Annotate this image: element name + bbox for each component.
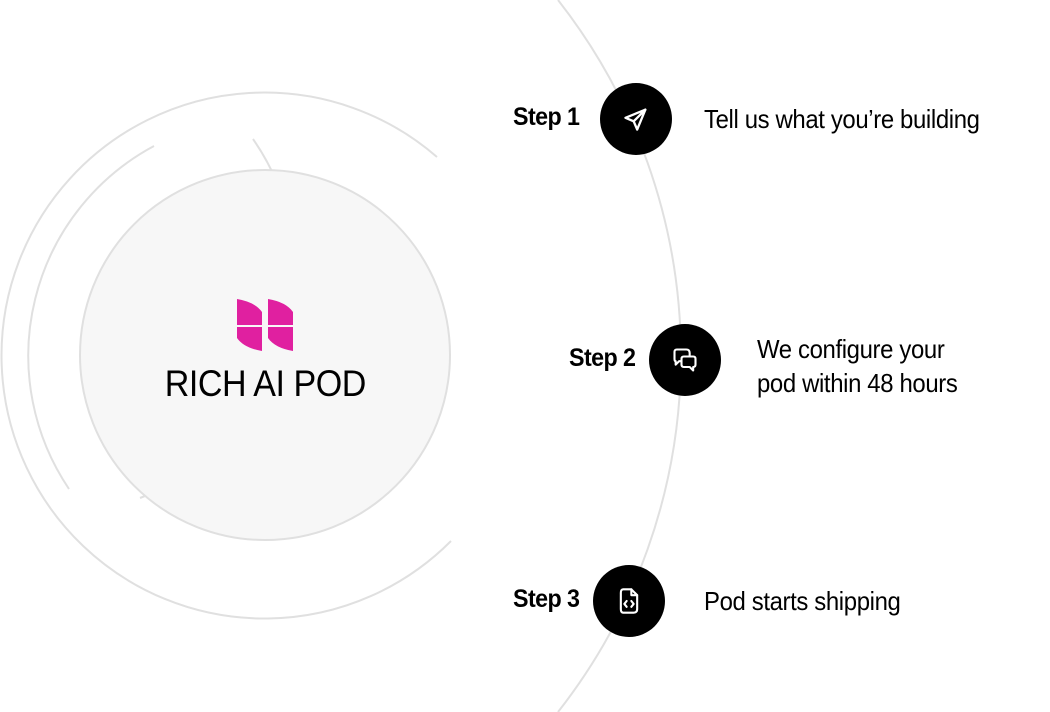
step-3-description: Pod starts shipping [704,584,901,618]
hub: RICH AI POD [80,170,450,540]
step-3-icon-button[interactable] [593,565,665,637]
code-file-icon [619,588,639,614]
step-2-label: Step 2 [568,344,636,372]
middle-ring-arc-left [27,145,155,490]
step-1-description: Tell us what you’re building [704,102,980,136]
logo-icon [237,299,293,351]
step-1-description-line1: Tell us what you’re building [704,104,980,134]
step-1-label: Step 1 [512,103,580,131]
step-2-description-line2: pod within 48 hours [757,368,958,398]
outer-ring-arc [0,91,452,620]
step-2-description-line1: We configure your [757,334,945,364]
step-2-description: We configure your pod within 48 hours [757,332,958,400]
send-icon [624,108,647,131]
brand-name: RICH AI POD [164,363,366,404]
step-3-label: Step 3 [512,585,580,613]
chat-bubbles-icon [673,348,697,372]
step-3-description-line1: Pod starts shipping [704,586,901,616]
step-2-icon-button[interactable] [649,324,721,396]
hub-circle [79,169,451,541]
step-1-icon-button[interactable] [600,83,672,155]
